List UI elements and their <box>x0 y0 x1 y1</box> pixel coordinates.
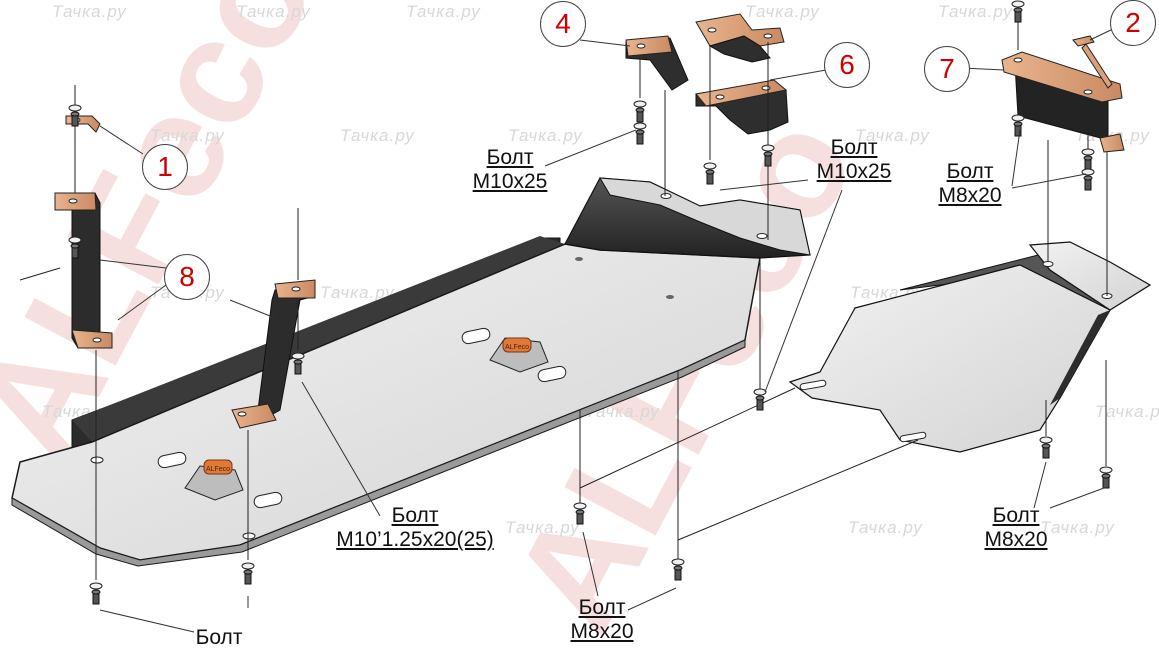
bracket-8-left <box>54 192 113 349</box>
bolt-label-size: M10x25 <box>472 170 548 193</box>
watermark-text: Тачка.ру <box>52 2 127 21</box>
bolt-label-size: M8x20 <box>984 528 1048 551</box>
bracket-top-center <box>695 13 785 63</box>
bolt-label-size: M8x20 <box>938 184 1002 207</box>
bolt-label-m10-center: Болт M10’1.25x20(25) <box>310 504 520 552</box>
bolt-label-title: Болт <box>391 504 439 527</box>
bolt-label-m10x25-left: Болт M10x25 <box>458 146 562 194</box>
bolt-label-size: M10’1.25x20(25) <box>336 528 494 551</box>
bolt-label-size: M8x20 <box>570 620 634 643</box>
bracket-2 <box>1072 35 1113 89</box>
bolt-label-size: M10x25 <box>816 160 892 183</box>
bolt-label-title: Болт <box>946 160 994 183</box>
bolt-label-title: Болт <box>830 136 878 159</box>
callout-4: 4 <box>540 1 586 47</box>
callout-6: 6 <box>824 42 870 88</box>
watermark-text: Тачка.ру <box>508 126 583 145</box>
plate-badge: ALFeco <box>206 466 230 473</box>
watermark-text: Тачка.ру <box>848 518 923 537</box>
bolt-label-m8x20-bottom-right: Болт M8x20 <box>968 504 1064 552</box>
watermark-text: Тачка.ру <box>745 2 820 21</box>
plate-badge: ALFeco <box>505 344 529 351</box>
watermark-text: Тачка.ру <box>406 2 481 21</box>
watermark-text: Тачка.ру <box>150 126 225 145</box>
bolt-label-bottom-left: Болт <box>184 626 254 650</box>
watermark-text: Тачка.ру <box>855 126 930 145</box>
bolt-label-title: Болт <box>195 626 243 649</box>
bracket-4 <box>625 35 689 91</box>
watermark-text: Тачка.ру <box>1040 518 1115 537</box>
watermark-text: Тачка.ру <box>938 2 1013 21</box>
callout-8: 8 <box>164 254 210 300</box>
bolt-label-m8x20-bottom-center: Болт M8x20 <box>554 596 650 644</box>
callout-1: 1 <box>142 144 188 190</box>
bolt-label-m10x25-right: Болт M10x25 <box>800 136 908 184</box>
bolt-label-title: Болт <box>992 504 1040 527</box>
watermark-text: Тачка.ру <box>320 283 395 302</box>
assembly-axes <box>19 14 1108 580</box>
main-skid-plate: ALFeco ALFeco <box>11 177 811 567</box>
leader-lines <box>99 27 1116 633</box>
watermark-text: Тачка.ру <box>236 2 311 21</box>
bracket-6 <box>695 79 789 135</box>
transfer-case-plate <box>788 241 1152 453</box>
watermark-text: Тачка.ру <box>1095 402 1159 421</box>
bracket-7 <box>1001 51 1125 153</box>
callout-2: 2 <box>1110 0 1156 46</box>
bolt-label-m8x20-top-right: Болт M8x20 <box>922 160 1018 208</box>
watermark-text: Тачка.ру <box>505 518 580 537</box>
watermark-text: Тачка.ру <box>340 126 415 145</box>
bolt-label-title: Болт <box>578 596 626 619</box>
bolt-label-title: Болт <box>486 146 534 169</box>
callout-7: 7 <box>924 46 970 92</box>
bracket-1 <box>65 115 101 133</box>
